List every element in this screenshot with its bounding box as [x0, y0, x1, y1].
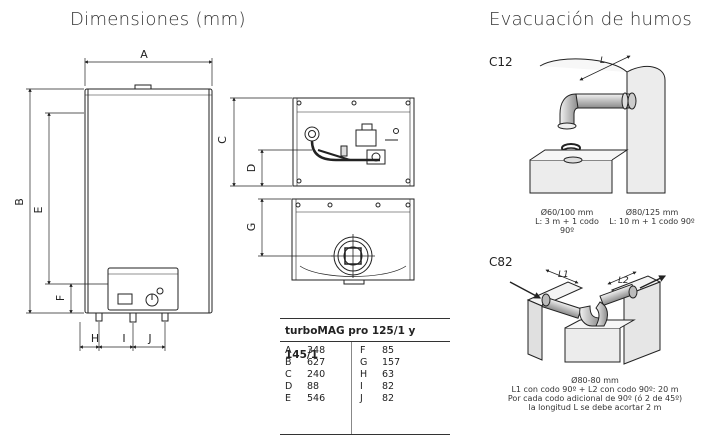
technical-drawing: A B E F H I J C D: [13, 48, 667, 365]
c82-caption-line2: L1 con codo 90º + L2 con codo 90º: 20 m: [511, 385, 679, 394]
valve-block: [366, 149, 386, 165]
pipe-fitting: [304, 126, 320, 142]
control-panel: [107, 267, 179, 311]
front-dimensions: [26, 58, 213, 351]
c82-label: C82: [489, 255, 513, 269]
dim-label-d: D: [245, 164, 258, 172]
c12-caption-right: Ø80/125 mm L: 10 m + 1 codo 90º: [604, 208, 700, 226]
c12-caption-right-line1: Ø80/125 mm: [625, 208, 679, 217]
c12-caption-left-line2: L: 3 m + 1 codo 90º: [535, 217, 599, 235]
c12-l-label: L: [600, 56, 605, 66]
c12-caption-right-line2: L: 10 m + 1 codo 90º: [609, 217, 695, 226]
dim-label-j: J: [147, 332, 151, 345]
c12-diagram: [529, 55, 666, 194]
dim-label-g: G: [245, 223, 258, 232]
bottom-view: [291, 198, 415, 285]
c82-caption-line3: Por cada codo adicional de 90º (ó 2 de 4…: [507, 394, 683, 403]
c82-l1-label: L1: [558, 270, 569, 280]
connection-hot: [161, 312, 169, 322]
display-window: [117, 293, 133, 305]
dim-label-b: B: [13, 198, 26, 206]
dim-label-c: C: [216, 136, 229, 144]
top-dim-labels: C D: [216, 136, 258, 172]
dim-label-e: E: [32, 206, 45, 213]
c82-diagram: [509, 269, 667, 365]
c82-caption-line4: la longitud L se debe acortar 2 m: [528, 403, 662, 412]
bottom-lug: [343, 279, 365, 285]
c12-elbow: [559, 93, 579, 125]
c12-caption-left-line1: Ø60/100 mm: [540, 208, 594, 217]
c82-caption: Ø80-80 mm L1 con codo 90º + L2 con codo …: [488, 376, 702, 412]
gas-valve: [355, 129, 377, 147]
internal-pipe: [310, 140, 380, 162]
c12-caption-left: Ø60/100 mm L: 3 m + 1 codo 90º: [532, 208, 602, 235]
heater-body: [84, 88, 213, 314]
connection-gas: [95, 312, 103, 322]
dim-label-f: F: [54, 295, 67, 301]
c82-caption-line1: Ø80-80 mm: [571, 376, 619, 385]
front-view: [84, 84, 213, 323]
evacuation-title: Evacuación de humos: [489, 9, 693, 30]
bottom-dimensions: [258, 198, 333, 257]
dimensions-title: Dimensiones (mm): [70, 9, 246, 30]
dim-label-a: A: [140, 48, 148, 61]
bottom-dim-labels: G: [245, 223, 258, 232]
spec-table-title: turboMAG pro 125/1 y 145/1: [280, 318, 450, 361]
dim-label-h: H: [91, 332, 99, 345]
c82-l2-label: L2: [618, 276, 629, 286]
c12-label: C12: [489, 55, 513, 69]
connection-cold: [129, 312, 137, 323]
dim-label-i: I: [122, 332, 125, 345]
flue-collar: [134, 84, 152, 90]
spec-divider: [351, 342, 352, 434]
top-dimensions: [230, 97, 312, 187]
front-dim-labels: A B E F H I J: [13, 48, 152, 345]
top-view: [292, 97, 415, 187]
